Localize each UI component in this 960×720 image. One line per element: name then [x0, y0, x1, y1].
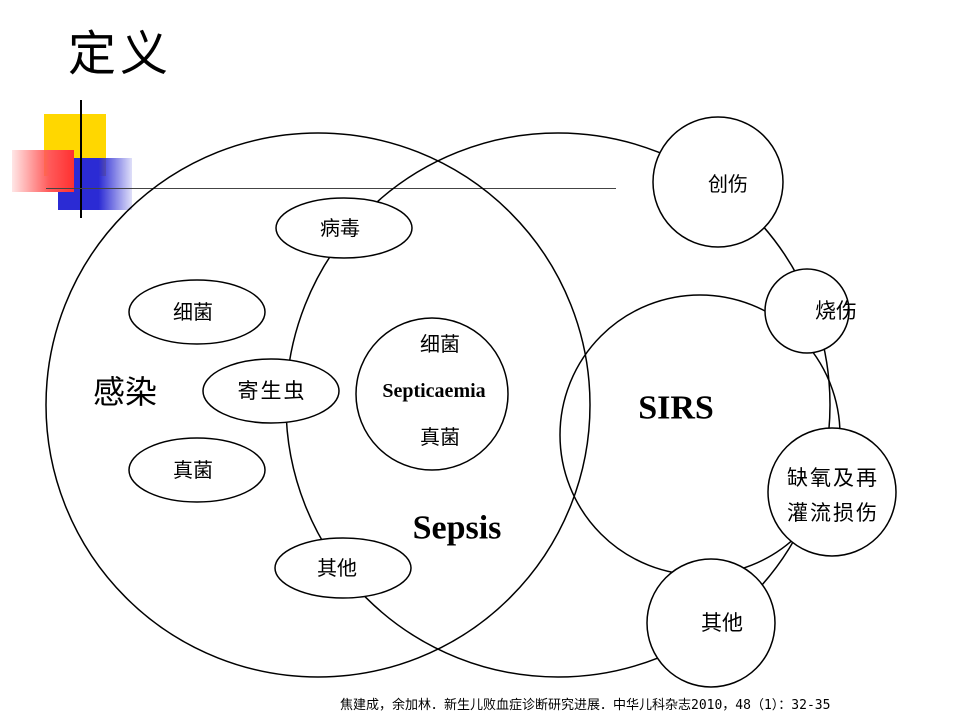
trauma-label: 创伤	[708, 172, 748, 196]
infection-circle	[45, 132, 591, 678]
septicaemia-circle	[355, 317, 509, 471]
septicaemia-fungi-label: 真菌	[420, 425, 460, 449]
other-sirs-label: 其他	[701, 611, 743, 635]
title-underline	[46, 188, 616, 189]
other-sirs-circle	[646, 558, 776, 688]
parasite-ellipse	[202, 358, 340, 424]
burn-circle	[764, 268, 850, 354]
hypoxia-label-line1: 缺氧及再	[787, 466, 879, 490]
burn-label: 烧伤	[815, 299, 857, 323]
other-infection-ellipse	[274, 537, 412, 599]
fungi-ellipse	[128, 437, 266, 503]
citation: 焦建成，余加林．新生儿败血症诊断研究进展．中华儿科杂志2010，48（1）：32…	[340, 698, 831, 713]
infection-label: 感染	[93, 373, 157, 411]
decor-vertical-line	[80, 100, 82, 218]
trauma-circle	[652, 116, 784, 248]
septicaemia-bacteria-label: 细菌	[420, 332, 460, 356]
virus-ellipse	[275, 197, 413, 259]
septicaemia-label: Septicaemia	[382, 380, 485, 402]
parasite-label: 寄生虫	[238, 379, 307, 403]
sepsis-label: Sepsis	[413, 510, 502, 547]
page-title: 定义	[68, 26, 173, 82]
sirs-label: SIRS	[638, 390, 714, 427]
other-infection-label: 其他	[317, 556, 357, 580]
fungi-label: 真菌	[173, 458, 213, 482]
decor-red-square	[12, 150, 74, 192]
bacteria-ellipse	[128, 279, 266, 345]
hypoxia-label-line2: 灌流损伤	[787, 501, 879, 525]
bacteria-label: 细菌	[173, 300, 213, 324]
hypoxia-circle	[767, 427, 897, 557]
virus-label: 病毒	[320, 216, 360, 240]
